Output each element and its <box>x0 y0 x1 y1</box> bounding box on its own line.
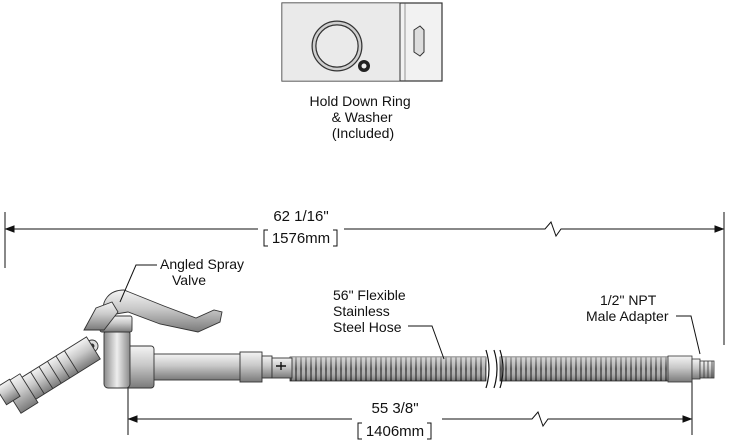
adapter-callout: 1/2" NPT Male Adapter <box>586 292 669 324</box>
hose-length-inch: 55 3/8" <box>371 400 418 417</box>
flexible-hose <box>289 349 671 389</box>
overall-dimension <box>4 212 725 345</box>
washer <box>358 60 370 72</box>
adapter-leader-line <box>676 315 701 355</box>
overall-mm-bracket <box>263 229 338 247</box>
hose-length-mm: 1406mm <box>366 423 424 440</box>
inset-caption: Hold Down Ring & Washer (Included) <box>309 93 414 141</box>
overall-length-mm: 1576mm <box>272 230 330 247</box>
spray-valve <box>0 289 293 414</box>
male-adapter <box>667 355 715 383</box>
hold-down-ring <box>311 20 363 72</box>
hose-callout: 56" Flexible Stainless Steel Hose <box>333 287 410 335</box>
valve-leader-line <box>119 264 157 303</box>
hold-down-ring-inset <box>281 2 443 82</box>
hose-mm-bracket <box>357 422 432 440</box>
hose-leader-line <box>408 325 445 360</box>
valve-callout: Angled Spray Valve <box>160 256 248 288</box>
overall-length-inch: 62 1/16" <box>273 208 328 225</box>
